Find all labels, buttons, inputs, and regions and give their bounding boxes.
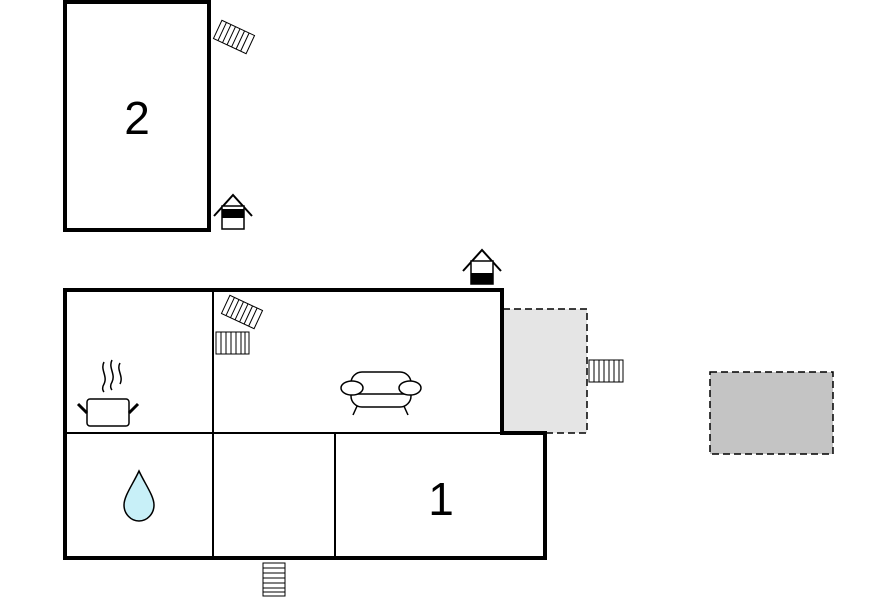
- terrace: [502, 308, 588, 434]
- kitchen-pot-icon: [76, 359, 140, 427]
- stairs-icon: [212, 19, 256, 55]
- room-1-label: 1: [428, 473, 454, 525]
- stairs-icon: [220, 294, 264, 330]
- entrance-icon: [213, 193, 253, 230]
- building-2-label: 2: [124, 92, 150, 144]
- entrance-icon: [462, 248, 502, 285]
- building-2: 2: [63, 0, 211, 232]
- parking-area: [709, 371, 834, 455]
- building-2-outline: [63, 0, 211, 232]
- interior-walls: [65, 290, 545, 558]
- stairs-icon: [262, 562, 286, 597]
- stairs-icon: [215, 331, 250, 355]
- stairs-icon: [588, 359, 624, 383]
- water-drop-icon: [123, 469, 155, 522]
- sofa-icon: [340, 371, 422, 416]
- building-1: 1: [63, 288, 547, 560]
